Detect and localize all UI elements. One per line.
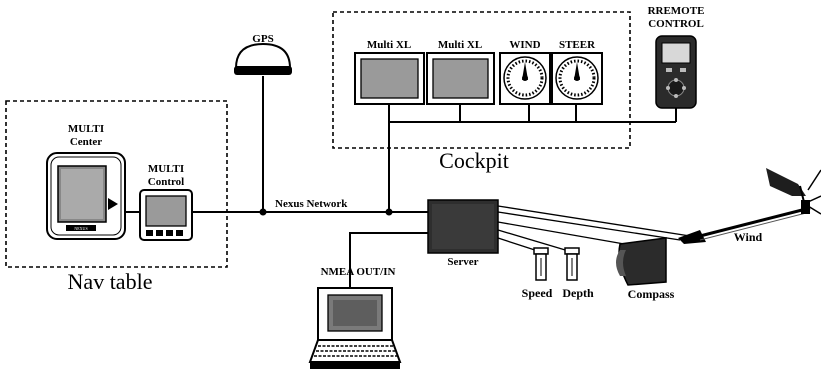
remote-control-label-line1: RREMOTE xyxy=(648,5,705,17)
multi-center-label-line2: Center xyxy=(70,136,102,148)
gps-label: GPS xyxy=(252,33,273,45)
laptop-computer-icon xyxy=(308,287,402,369)
speed-transducer-icon xyxy=(533,247,549,281)
remote-control-label-line2: CONTROL xyxy=(648,18,704,30)
server-label: Server xyxy=(447,256,478,268)
nav-table-box xyxy=(5,100,228,268)
cockpit-label: Cockpit xyxy=(439,148,509,173)
cockpit-box xyxy=(332,11,631,149)
gps-antenna-icon xyxy=(234,42,292,75)
multi-center-display-icon: NEXUS xyxy=(46,152,126,240)
wind-transducer-icon xyxy=(678,168,821,244)
depth-transducer-icon xyxy=(564,247,580,281)
multi-center-brand: NEXUS xyxy=(74,226,87,231)
speed-label: Speed xyxy=(522,286,553,300)
sensor-cables xyxy=(497,205,691,253)
cockpit-junction xyxy=(385,208,393,216)
multi-xl-display-2-icon xyxy=(426,52,495,105)
compass-label: Compass xyxy=(628,287,675,301)
nmea-label: NMEA OUT/IN xyxy=(321,266,396,278)
wind-sensor-label: Wind xyxy=(734,230,763,244)
depth-label: Depth xyxy=(562,286,594,300)
wind-instrument-gauge-icon xyxy=(499,52,551,105)
network-label: Nexus Network xyxy=(275,198,348,210)
multi-control-label-line2: Control xyxy=(148,176,184,188)
steer-instrument-label: STEER xyxy=(559,39,596,51)
multi-xl-2-label: Multi XL xyxy=(438,39,482,51)
wind-instrument-label: WIND xyxy=(509,39,540,51)
compass-sensor-icon xyxy=(616,237,667,286)
nav-table-label: Nav table xyxy=(68,269,153,294)
multi-center-label-line1: MULTI xyxy=(68,123,104,135)
steer-instrument-gauge-icon xyxy=(551,52,603,105)
server-box-icon xyxy=(427,199,499,254)
multi-xl-1-label: Multi XL xyxy=(367,39,411,51)
remote-control-icon xyxy=(655,35,697,109)
multi-xl-display-1-icon xyxy=(354,52,425,105)
multi-control-label-line1: MULTI xyxy=(148,163,184,175)
multi-control-unit-icon xyxy=(139,189,193,241)
gps-junction xyxy=(259,208,267,216)
network-wiring xyxy=(120,76,677,290)
